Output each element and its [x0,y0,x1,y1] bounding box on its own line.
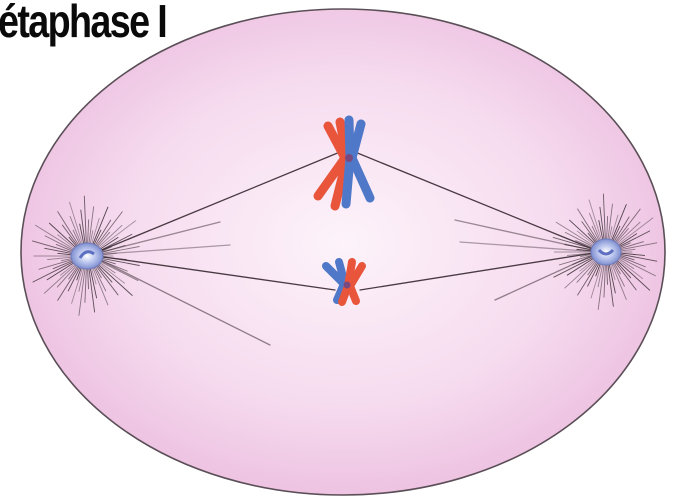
left-centrosome [71,243,103,269]
right-centrosome [591,239,621,265]
page-title: étaphase I [0,0,166,49]
